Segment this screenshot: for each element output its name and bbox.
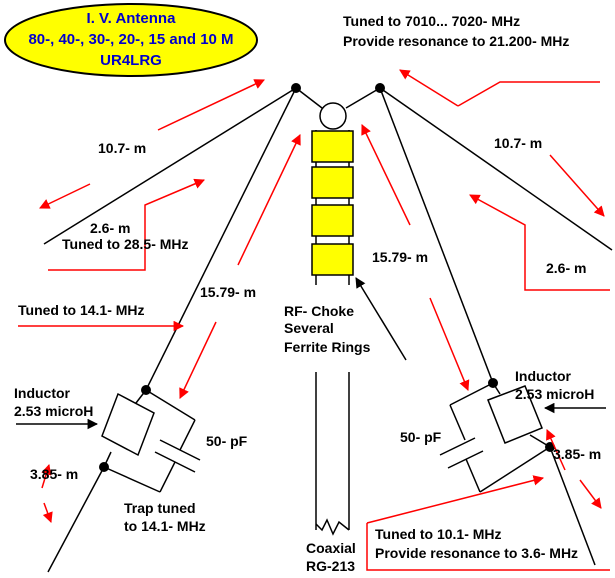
label-tuned-14: Tuned to 14.1- MHz [18,302,145,318]
label-resonance-36: Provide resonance to 3.6- MHz [375,545,578,561]
label-left-upper-length: 10.7- m [98,140,146,156]
title-line-2: 80-, 40-, 30-, 20-, 15 and 10 M [28,31,233,48]
label-right-inductor-2: 2.53 microH [515,386,594,402]
left-trap [101,389,201,493]
label-coax-1: Coaxial [306,540,356,556]
title-line-3: UR4LRG [100,52,162,69]
label-trap-2: to 14.1- MHz [124,518,206,534]
label-choke-2: Several [284,320,334,336]
title-line-1: I. V. Antenna [87,10,177,27]
left-inductor [101,392,155,457]
label-right-main-length: 15.79- m [372,249,428,265]
label-left-tail-length: 3.85- m [30,466,78,482]
label-tuned-10: Tuned to 10.1- MHz [375,526,502,542]
label-trap-1: Trap tuned [124,500,196,516]
label-right-capacitor: 50- pF [400,429,442,445]
right-inductor [487,385,543,444]
label-resonance-21200: Provide resonance to 21.200- MHz [343,33,569,49]
label-choke-1: RF- Choke [284,303,354,319]
label-right-upper-length: 10.7- m [494,135,542,151]
label-tuned-7010: Tuned to 7010... 7020- MHz [343,13,520,29]
label-left-capacitor: 50- pF [206,433,248,449]
label-right-inductor-1: Inductor [515,368,572,384]
antenna-wires [43,87,613,573]
rf-choke [311,102,354,285]
black-arrows [16,277,606,430]
label-coax-2: RG-213 [306,558,355,574]
label-left-inductor-2: 2.53 microH [14,403,93,419]
right-trap [439,382,551,493]
junction-dots [99,83,555,472]
title-ellipse [4,3,258,77]
label-right-stub-length: 2.6- m [546,260,586,276]
label-left-inductor-1: Inductor [14,385,71,401]
label-left-main-length: 15.79- m [200,284,256,300]
label-choke-3: Ferrite Rings [284,339,371,355]
red-arrows [18,69,610,571]
coax-cable [315,372,350,536]
label-right-tail-length: 3.85- m [553,446,601,462]
label-left-stub-length: 2.6- m [90,220,130,236]
label-left-stub-tune: Tuned to 28.5- MHz [62,236,189,252]
